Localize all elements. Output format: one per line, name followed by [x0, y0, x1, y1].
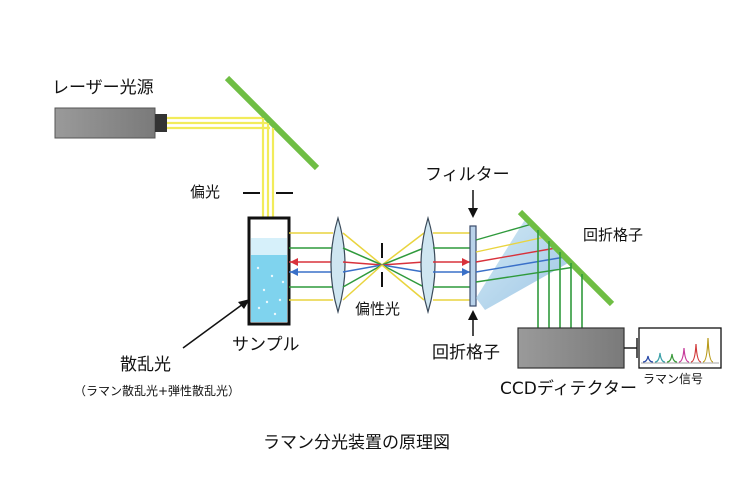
diffraction-grating: [517, 209, 615, 307]
spectrum-peak: [702, 337, 714, 363]
filter-pointer-top: [468, 190, 478, 218]
lens-2: [420, 215, 436, 315]
raman-spectrum: [638, 327, 722, 369]
laser-source-label: レーザー光源: [52, 78, 154, 98]
mirror: [224, 75, 320, 171]
grating-label-top: 回折格子: [583, 226, 644, 244]
grating-incident-beams: [475, 223, 576, 283]
sample-cuvette: [247, 216, 291, 326]
filter: [469, 225, 477, 307]
spectrum-peak: [678, 347, 690, 363]
spectrum-peak: [654, 352, 666, 363]
raman-signal-label: ラマン信号: [643, 372, 704, 386]
scattered-light-label: 散乱光: [120, 355, 171, 375]
ccd-connector: [624, 338, 638, 358]
diffracted-beams: [537, 230, 583, 328]
spectrum-peak: [642, 355, 654, 363]
scatter-beams-sample: [289, 232, 333, 301]
sample-label: サンプル: [232, 335, 300, 355]
grating-label-bottom: 回折格子: [432, 343, 500, 363]
focus-beams: [342, 232, 425, 301]
ccd-label: CCDディテクター: [500, 379, 637, 399]
figure-caption: ラマン分光装置の原理図: [263, 433, 450, 453]
filter-arrowheads: [462, 258, 470, 276]
polarization-label: 偏光: [190, 183, 221, 201]
filter-label: フィルター: [425, 165, 510, 185]
laser-beam-horizontal: [167, 116, 270, 130]
filter-pointer-bottom: [468, 310, 478, 336]
collimated-beams: [433, 232, 470, 301]
polarized-light-label: 偏性光: [355, 300, 401, 318]
scattered-light-note: （ラマン散乱光+弾性散乱光）: [74, 384, 241, 398]
spectrum-peak: [666, 353, 678, 363]
spectrum-peak: [690, 343, 702, 363]
ccd-detector: [517, 327, 625, 369]
scatter-arrowheads: [290, 258, 298, 276]
scatter-pointer-arrow: [182, 299, 250, 349]
lens-1: [330, 215, 346, 315]
laser-source: [54, 107, 167, 139]
